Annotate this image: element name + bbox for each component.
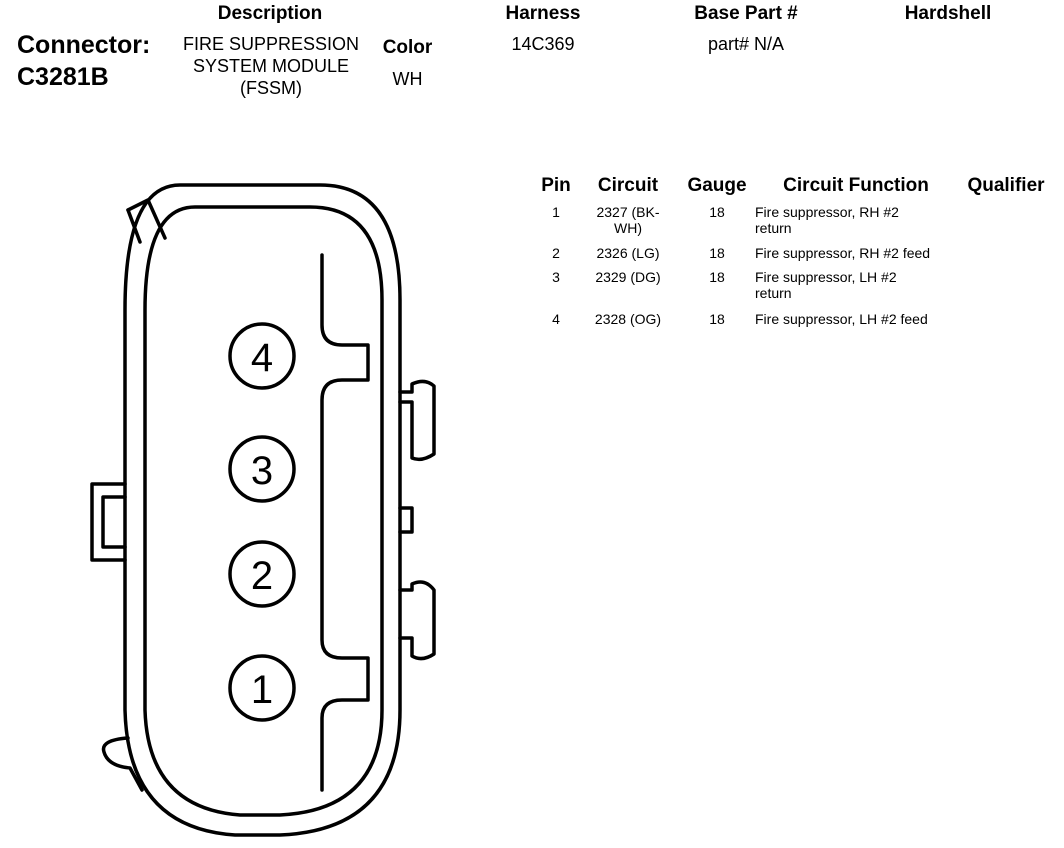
cell-pin: 1 — [552, 204, 560, 220]
description-value: FIRE SUPPRESSION SYSTEM MODULE (FSSM) — [182, 34, 360, 98]
side-tab-left-inner — [101, 495, 127, 549]
cell-gauge: 18 — [709, 311, 725, 327]
cell-circuit: 2329 (DG) — [595, 269, 661, 285]
pin-4-label: 4 — [251, 336, 273, 380]
pin-1-label: 1 — [251, 668, 273, 712]
pin-3-cavity — [228, 435, 296, 503]
cell-function: Fire suppressor, LH #2 return — [755, 269, 897, 301]
cell-circuit: 2327 (BK-WH) — [596, 204, 660, 236]
color-header: Color — [382, 37, 433, 58]
harness-header: Harness — [505, 3, 581, 24]
latch-top-left — [126, 198, 167, 240]
keying-rib — [320, 253, 370, 792]
pin-2-cavity — [228, 540, 296, 608]
cell-circuit: 2326 (LG) — [596, 245, 660, 261]
pin-4-cavity — [228, 322, 296, 390]
harness-value: 14C369 — [511, 34, 575, 54]
col-header-qualifier: Qualifier — [967, 175, 1045, 196]
cell-function: Fire suppressor, RH #2 return — [755, 204, 899, 236]
cell-pin: 2 — [552, 245, 560, 261]
description-header: Description — [217, 3, 323, 24]
hardshell-header: Hardshell — [904, 3, 992, 24]
connector-label: Connector: — [17, 31, 151, 59]
side-tab-right — [398, 506, 414, 534]
cell-pin: 3 — [552, 269, 560, 285]
cell-circuit: 2328 (OG) — [594, 311, 662, 327]
cell-function: Fire suppressor, LH #2 feed — [755, 311, 928, 327]
pin-2-label: 2 — [251, 554, 273, 598]
col-header-pin: Pin — [541, 175, 571, 196]
col-header-circuit: Circuit — [597, 175, 659, 196]
cell-gauge: 18 — [709, 269, 725, 285]
col-header-circuit-function: Circuit Function — [783, 175, 929, 196]
housing-inner — [143, 205, 384, 817]
cell-pin: 4 — [552, 311, 560, 327]
latch-top-left-tip — [126, 208, 142, 244]
pin-1-cavity — [228, 654, 296, 722]
ear-right-upper — [398, 379, 436, 462]
base-part-header: Base Part # — [694, 3, 798, 24]
cell-gauge: 18 — [709, 245, 725, 261]
pin-3-label: 3 — [251, 449, 273, 493]
cell-function: Fire suppressor, RH #2 feed — [755, 245, 931, 261]
housing-outer — [123, 183, 402, 837]
side-tab-left — [90, 482, 127, 562]
color-value: WH — [392, 69, 423, 89]
base-part-value: part# N/A — [707, 34, 785, 54]
ear-right-lower — [398, 580, 436, 661]
latch-bottom-left — [101, 736, 144, 792]
col-header-gauge: Gauge — [687, 175, 747, 196]
cell-gauge: 18 — [709, 204, 725, 220]
connector-id: C3281B — [17, 63, 109, 91]
